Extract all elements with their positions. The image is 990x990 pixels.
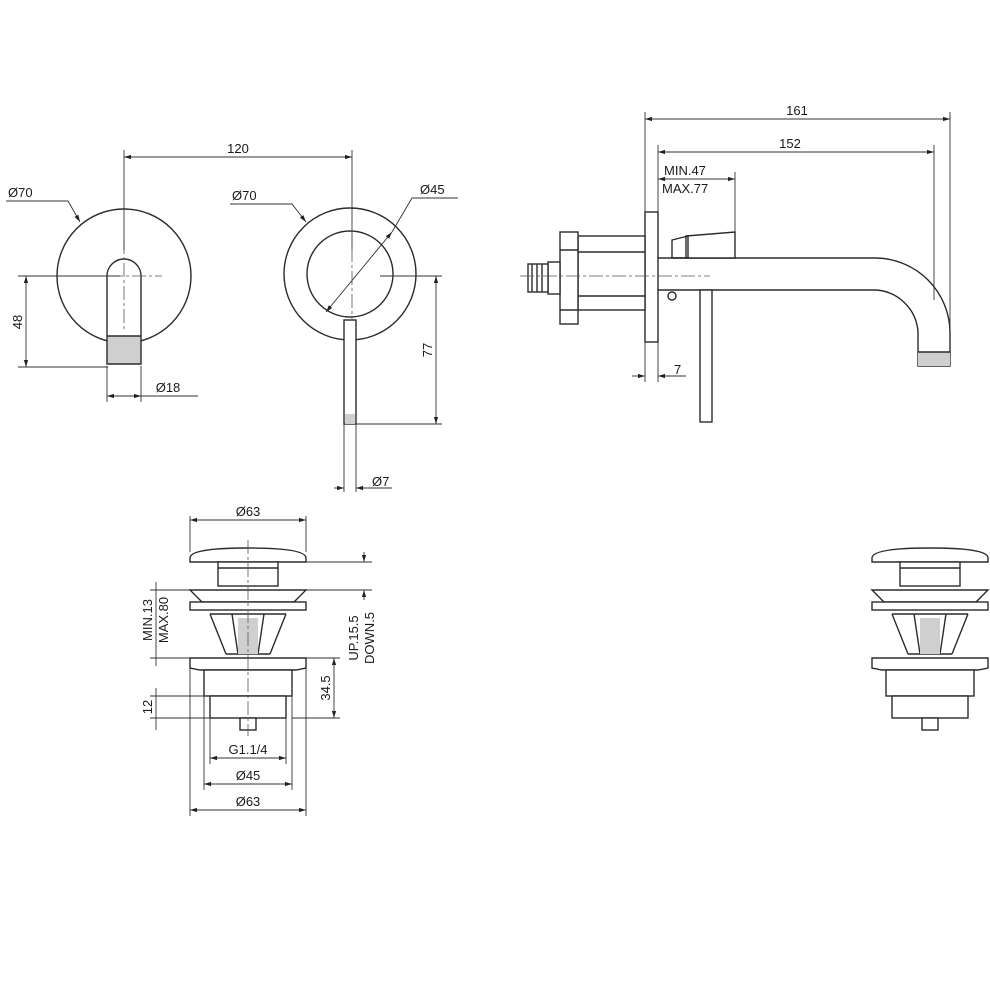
dim-thread-height: 12 [140, 688, 210, 730]
dim-body-diameter: Ø45 [203, 696, 293, 790]
dim-body-height: 34.5 [292, 657, 340, 719]
label-stroke-up: UP.15.5 [346, 615, 361, 660]
label-mixer-plate-diameter: Ø70 [8, 185, 33, 200]
label-lever-diameter-18: Ø18 [156, 380, 181, 395]
dim-lever-plate-diameter: Ø70 [230, 188, 307, 223]
dim-stroke: UP.15.5 DOWN.5 [306, 552, 377, 664]
label-cap-diameter: Ø63 [236, 504, 261, 519]
label-plate-thickness: 7 [674, 362, 681, 377]
label-body-diameter: Ø45 [236, 768, 261, 783]
waste-valve-plain [870, 547, 990, 731]
dim-inner-diameter-45: Ø45 [325, 182, 458, 313]
label-lever-diameter-7: Ø7 [372, 474, 389, 489]
label-wall-max: MAX.77 [662, 181, 708, 196]
dim-mixer-plate-diameter: Ø70 [6, 185, 81, 223]
dim-adjust-range: MIN.13 MAX.80 [140, 582, 190, 666]
label-inner-diameter-45: Ø45 [420, 182, 445, 197]
dim-flange-diameter: Ø63 [189, 668, 307, 816]
dim-height-48: 48 [10, 275, 120, 368]
dim-lever-diameter-7: Ø7 [334, 424, 392, 492]
dim-cap-diameter: Ø63 [189, 504, 307, 552]
waste-valve-dimensioned [188, 540, 308, 736]
label-adjust-min: MIN.13 [140, 599, 155, 641]
dim-plate-thickness: 7 [632, 342, 686, 382]
label-flange-diameter: Ø63 [236, 794, 261, 809]
label-thread-height: 12 [140, 700, 155, 714]
label-projection-152: 152 [779, 136, 801, 151]
dim-height-77: 77 [356, 275, 442, 425]
label-thread: G1.1/4 [228, 742, 267, 757]
label-body-height: 34.5 [318, 675, 333, 700]
label-lever-plate-diameter: Ø70 [232, 188, 257, 203]
label-height-48: 48 [10, 315, 25, 329]
label-adjust-max: MAX.80 [156, 597, 171, 643]
label-centre-distance: 120 [227, 141, 249, 156]
label-wall-min: MIN.47 [664, 163, 706, 178]
lever-front-view [283, 207, 417, 425]
dim-wall-depth: MIN.47 MAX.77 [658, 163, 736, 232]
label-stroke-down: DOWN.5 [362, 612, 377, 664]
dim-thread: G1.1/4 [209, 718, 287, 764]
side-view [520, 211, 951, 423]
label-height-77: 77 [420, 343, 435, 357]
dim-overall-161: 161 [644, 103, 951, 330]
label-overall-161: 161 [786, 103, 808, 118]
dim-projection-152: 152 [657, 136, 935, 300]
dim-lever-diameter-18: Ø18 [106, 366, 198, 402]
